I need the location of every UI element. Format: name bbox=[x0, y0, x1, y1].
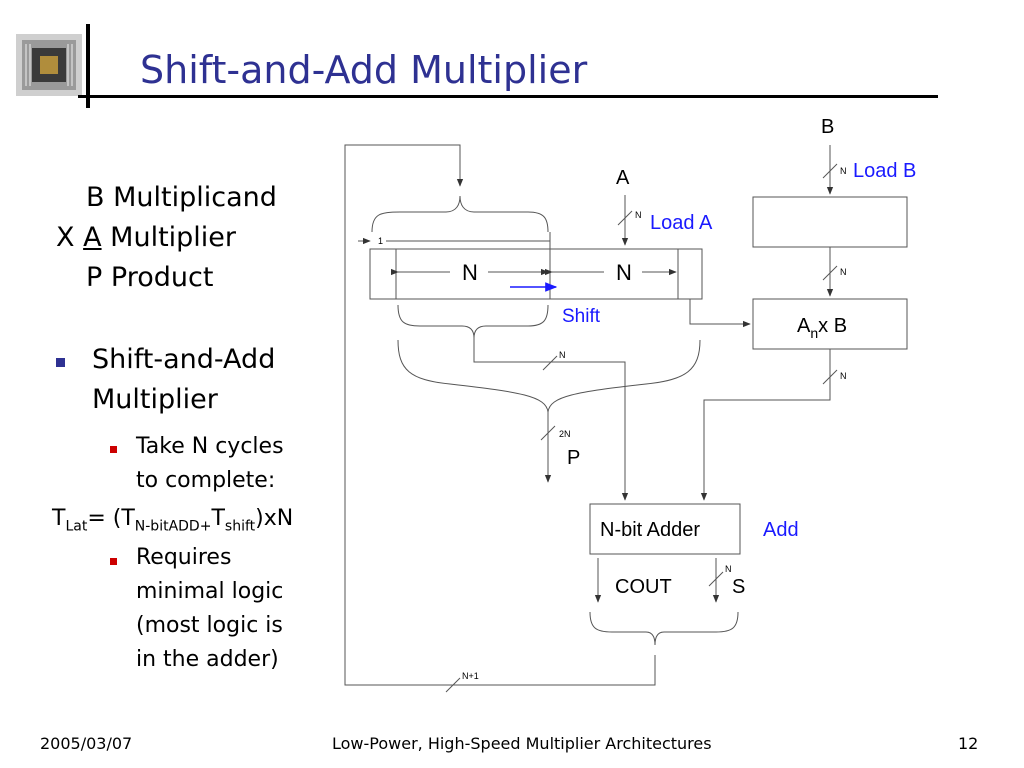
bus-label-n-b2: N bbox=[840, 267, 847, 277]
output-brace bbox=[589, 611, 739, 646]
input-b-label: B bbox=[821, 116, 834, 138]
sum-label: S bbox=[732, 576, 745, 598]
bullet-sub2: Requires minimal logic (most logic is in… bbox=[136, 541, 283, 677]
n-bit-adder-box bbox=[589, 503, 741, 555]
bullet-sub2-line3: (most logic is bbox=[136, 613, 283, 638]
bus-label-1: 1 bbox=[378, 236, 383, 246]
load-b-label: Load B bbox=[853, 160, 916, 182]
latency-formula: TLat= (TN-bitADD+Tshift)xN bbox=[52, 506, 293, 534]
footer-date: 2005/03/07 bbox=[40, 734, 133, 753]
feedback-bus bbox=[344, 144, 656, 686]
anxb-n: n bbox=[810, 325, 818, 341]
bullet-sub2-line2: minimal logic bbox=[136, 579, 284, 604]
notation-line-product: P Product bbox=[86, 262, 213, 293]
footer-page-number: 12 bbox=[958, 734, 979, 753]
lsb-to-and-line bbox=[689, 299, 751, 328]
adder-label: N-bit Adder bbox=[600, 519, 700, 541]
bullet-sub1: Take N cycles to complete: bbox=[136, 430, 284, 498]
bullet-sub1-line1: Take N cycles bbox=[136, 434, 284, 459]
bus-label-n1: N+1 bbox=[462, 671, 479, 681]
notation-word-multiplicand: Multiplicand bbox=[113, 182, 277, 213]
bus-label-n-and: N bbox=[840, 371, 847, 381]
formula-sub-shift: shift bbox=[224, 518, 256, 535]
notation-prefix-x: X bbox=[56, 222, 75, 253]
shift-label: Shift bbox=[562, 306, 601, 327]
anxb-a: A bbox=[797, 315, 811, 337]
bullet-main-line1: Shift-and-Add bbox=[92, 344, 276, 375]
bus-label-n-b: N bbox=[840, 166, 847, 176]
bus-label-2n: 2N bbox=[559, 429, 571, 439]
title-horizontal-rule bbox=[78, 95, 938, 98]
footer-title: Low-Power, High-Speed Multiplier Archite… bbox=[332, 734, 712, 753]
notation-letter-b: B bbox=[86, 182, 105, 213]
product-register bbox=[369, 248, 703, 300]
slide-title: Shift-and-Add Multiplier bbox=[140, 48, 588, 92]
formula-sub-lat: Lat bbox=[65, 518, 88, 535]
b-register bbox=[752, 196, 908, 248]
bus-label-n-a: N bbox=[635, 210, 642, 220]
notation-line-multiplier: X A Multiplier bbox=[56, 222, 236, 253]
bullet-marker-sub2 bbox=[110, 558, 117, 565]
bullet-sub1-line2: to complete: bbox=[136, 468, 276, 493]
notation-letter-p: P bbox=[86, 262, 103, 293]
bus-label-n-reg: N bbox=[559, 350, 566, 360]
bullet-marker-main bbox=[56, 358, 65, 367]
register-right-label: N bbox=[616, 260, 632, 285]
formula-t2: T bbox=[211, 506, 225, 531]
product-brace bbox=[397, 339, 701, 413]
top-brace bbox=[371, 195, 549, 233]
bullet-sub2-line4: in the adder) bbox=[136, 647, 279, 672]
chip-logo-icon bbox=[16, 34, 82, 96]
bullet-main: Shift-and-Add Multiplier bbox=[92, 340, 275, 420]
product-label: P bbox=[567, 447, 580, 469]
formula-sub-add: N-bitADD+ bbox=[134, 518, 212, 535]
add-label: Add bbox=[763, 519, 799, 541]
anxb-label: Anx B bbox=[797, 315, 847, 341]
formula-t: T bbox=[52, 506, 66, 531]
cout-label: COUT bbox=[615, 576, 672, 598]
notation-line-multiplicand: B Multiplicand bbox=[86, 182, 277, 213]
load-a-label: Load A bbox=[650, 212, 713, 234]
register-left-label: N bbox=[462, 260, 478, 285]
anxb-rest: x B bbox=[818, 315, 847, 337]
bullet-marker-sub1 bbox=[110, 446, 117, 453]
notation-word-multiplier: Multiplier bbox=[110, 222, 237, 253]
formula-tail: )xN bbox=[255, 506, 294, 531]
formula-eq: = (T bbox=[87, 506, 135, 531]
title-vertical-rule bbox=[86, 24, 90, 108]
input-a-label: A bbox=[616, 167, 630, 189]
bullet-main-line2: Multiplier bbox=[92, 384, 218, 415]
bullet-sub2-line1: Requires bbox=[136, 545, 232, 570]
bus-label-n-sum: N bbox=[725, 564, 732, 574]
notation-word-product: Product bbox=[110, 262, 214, 293]
notation-letter-a: A bbox=[83, 222, 102, 253]
